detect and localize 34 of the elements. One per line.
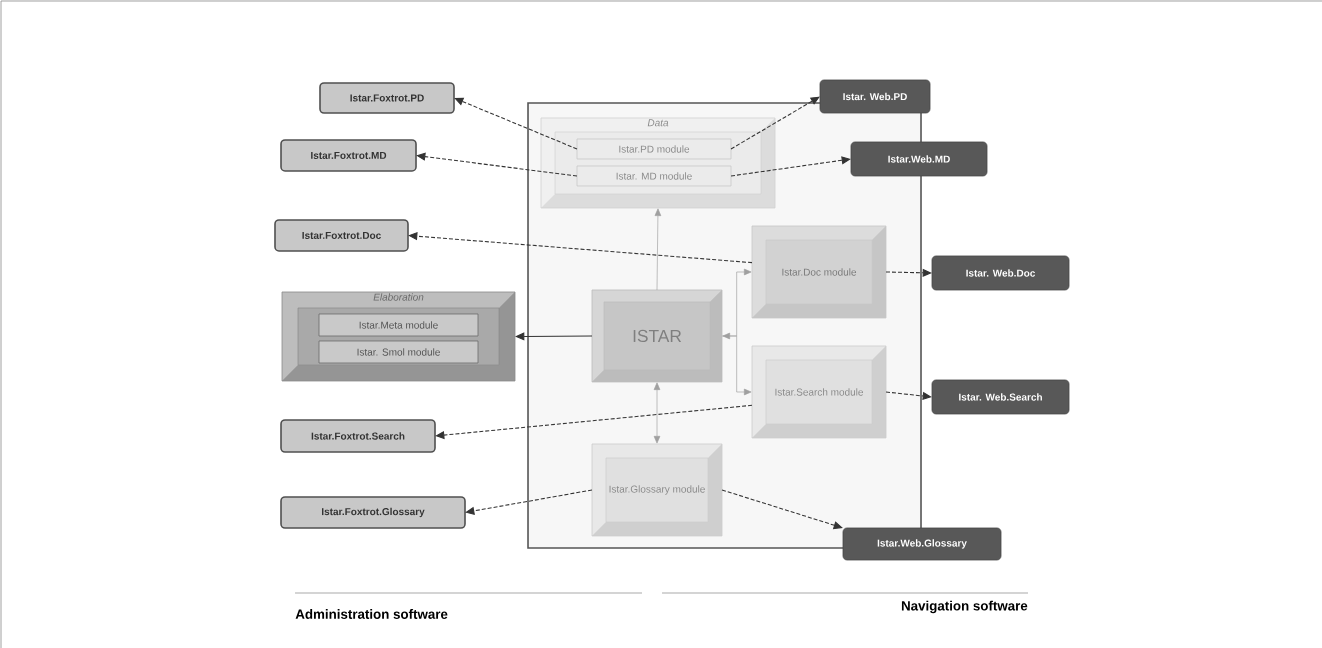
section-label: Administration software xyxy=(295,609,448,619)
connector-arrow xyxy=(515,332,593,341)
connector-arrow xyxy=(654,208,662,291)
module-box: Istar.Search module xyxy=(751,345,887,439)
module-box: Istar. MD module xyxy=(576,165,732,187)
connector-arrow xyxy=(721,489,843,530)
connector-arrow xyxy=(454,97,578,150)
connector-arrow xyxy=(730,156,851,177)
module-box: Istar.Meta module xyxy=(318,313,479,337)
module-box: Istar. Smol module xyxy=(318,340,479,364)
connector-arrow xyxy=(435,404,753,440)
connector-arrow xyxy=(465,489,593,515)
administration-box: Istar.Foxtrot.Search xyxy=(280,419,436,453)
administration-box: Istar.Foxtrot.Doc xyxy=(274,219,409,252)
connector-arrow xyxy=(885,268,932,277)
navigation-box: Istar. Web.Search xyxy=(931,379,1070,415)
navigation-box: Istar.Web.MD xyxy=(850,141,988,177)
module-box: Istar.PD module xyxy=(576,138,732,160)
connector-arrow xyxy=(722,268,752,340)
connector-arrow xyxy=(408,232,753,264)
administration-box: Istar.Foxtrot.MD xyxy=(280,139,417,172)
administration-box: Istar.Foxtrot.PD xyxy=(319,82,455,114)
section-label: Navigation software xyxy=(901,600,1028,614)
connector-arrow xyxy=(653,382,661,444)
administration-box: Istar.Foxtrot.Glossary xyxy=(280,496,466,529)
navigation-box: Istar. Web.Doc xyxy=(931,255,1070,291)
module-box: Istar.Doc module xyxy=(751,225,887,319)
navigation-box: Istar.Web.Glossary xyxy=(842,527,1002,561)
connector-arrow xyxy=(416,152,578,177)
core-box: ISTAR xyxy=(591,289,723,383)
module-box: Istar.Glossary module xyxy=(591,443,723,537)
navigation-box: Istar. Web.PD xyxy=(819,79,931,114)
connector-arrow xyxy=(730,96,820,150)
connector-arrow xyxy=(721,335,752,396)
